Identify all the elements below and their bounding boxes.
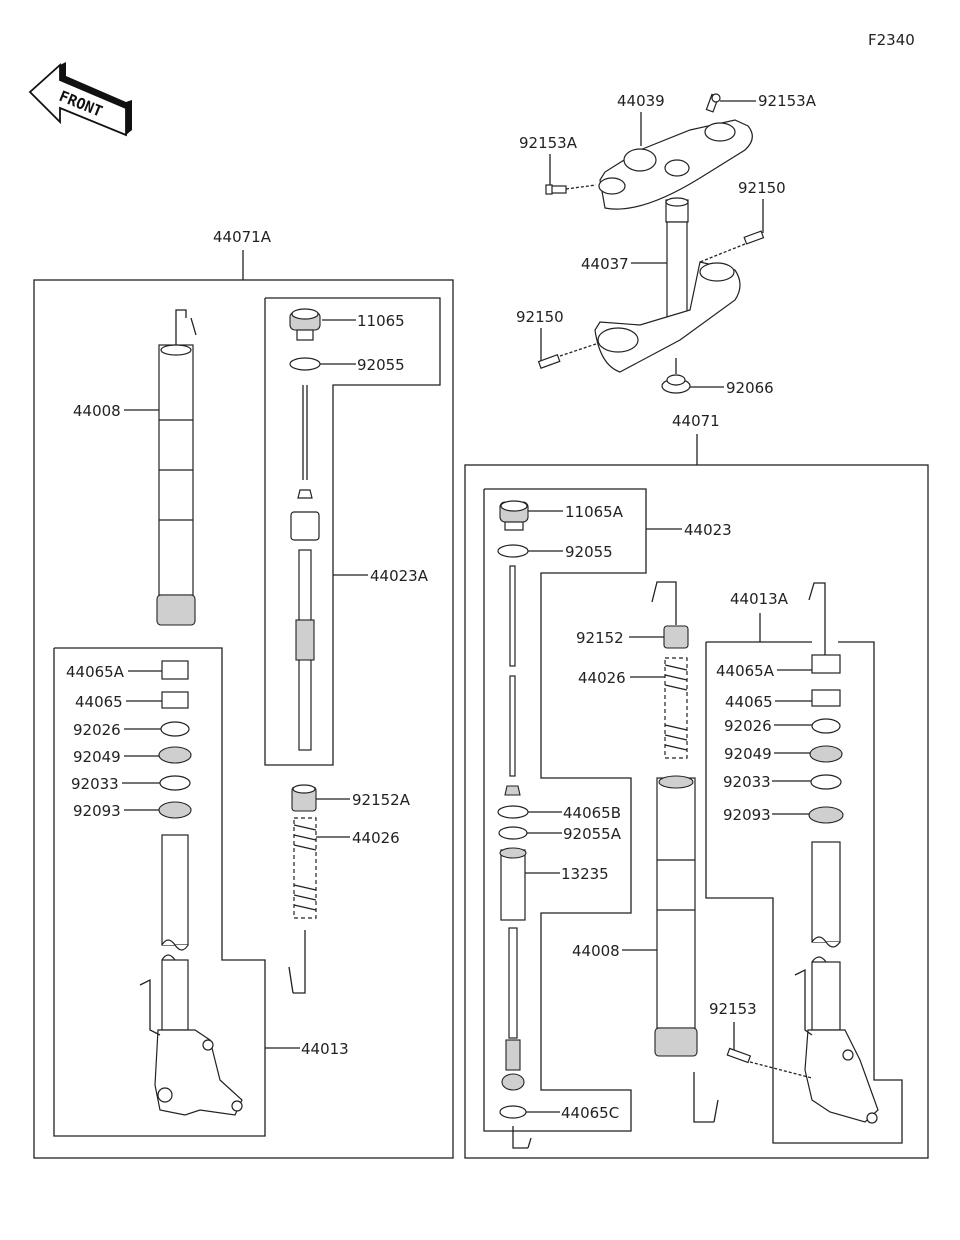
- label-92055-right: 92055: [565, 543, 613, 561]
- left-fork-assembly-box: [33, 279, 454, 1159]
- left-oring-92055-icon: [289, 357, 321, 371]
- label-92033-right: 92033: [723, 773, 771, 791]
- left-inner-tube-44013: [139, 834, 243, 1116]
- label-92150-right: 92150: [738, 179, 786, 197]
- stem-cap-92066-icon: [661, 374, 691, 394]
- label-44026-left: 44026: [352, 829, 400, 847]
- label-44065-left: 44065: [75, 693, 123, 711]
- label-44039: 44039: [617, 92, 665, 110]
- right-spring-44026-icon: [664, 657, 688, 759]
- right-bush-44065c-icon: [499, 1105, 527, 1119]
- label-92066: 92066: [726, 379, 774, 397]
- label-44065b: 44065B: [563, 804, 621, 822]
- label-92093-left: 92093: [73, 802, 121, 820]
- label-92153a-right: 92153A: [758, 92, 817, 110]
- bolt-92150-right-icon: [743, 230, 765, 245]
- label-92152a: 92152A: [352, 791, 411, 809]
- label-92093-right: 92093: [723, 806, 771, 824]
- right-cap-bolt-11065a-icon: [499, 500, 529, 531]
- left-cartridge-rod: [290, 385, 320, 751]
- label-92153: 92153: [709, 1000, 757, 1018]
- label-92049-right: 92049: [724, 745, 772, 763]
- label-92152: 92152: [576, 629, 624, 647]
- right-bush-44065b-icon: [497, 805, 529, 819]
- label-11065a: 11065A: [565, 503, 624, 521]
- steering-stem: [594, 197, 741, 373]
- top-triple-clamp: [598, 119, 753, 210]
- label-92055-left: 92055: [357, 356, 405, 374]
- label-44037: 44037: [581, 255, 629, 273]
- label-44023a: 44023A: [370, 567, 429, 585]
- label-11065: 11065: [357, 312, 405, 330]
- right-outer-tube: [654, 775, 698, 1057]
- label-44013: 44013: [301, 1040, 349, 1058]
- right-oring-92055a-icon: [498, 826, 528, 840]
- left-outer-tube: [156, 309, 197, 626]
- front-arrow-icon: FRONT: [28, 62, 132, 137]
- label-44065-right: 44065: [725, 693, 773, 711]
- label-44013a: 44013A: [730, 590, 789, 608]
- left-spring-44026-icon: [293, 817, 317, 919]
- label-44065a-right: 44065A: [716, 662, 775, 680]
- label-44071: 44071: [672, 412, 720, 430]
- label-44008-left: 44008: [73, 402, 121, 420]
- label-92033-left: 92033: [71, 775, 119, 793]
- right-damper-rod: [501, 927, 525, 1091]
- bolt-92153a-upper-left-icon: [545, 184, 567, 195]
- label-92150-left: 92150: [516, 308, 564, 326]
- bolt-92150-left-icon: [537, 353, 561, 369]
- left-seal-stack: [158, 660, 192, 819]
- bolt-92153a-upper-right-icon: [705, 93, 721, 113]
- label-92153a-left: 92153A: [519, 134, 578, 152]
- right-collar-nut-92152-icon: [663, 625, 689, 649]
- label-92055a: 92055A: [563, 825, 622, 843]
- left-cap-bolt-11065-icon: [289, 308, 321, 341]
- right-oring-92055-icon: [497, 544, 529, 558]
- figure-code: F2340: [868, 31, 915, 49]
- left-collar-nut-92152a-icon: [291, 784, 317, 812]
- right-axle-bolt-92153-icon: [726, 1047, 752, 1064]
- right-fork-assembly-box: [464, 464, 929, 1159]
- right-seal-stack: [808, 654, 844, 824]
- right-inner-tube: [794, 841, 879, 1124]
- label-92026-left: 92026: [73, 721, 121, 739]
- label-44008-right: 44008: [572, 942, 620, 960]
- label-44023: 44023: [684, 521, 732, 539]
- label-92026-right: 92026: [724, 717, 772, 735]
- label-44065a-left: 44065A: [66, 663, 125, 681]
- label-44065c: 44065C: [561, 1104, 619, 1122]
- label-92049-left: 92049: [73, 748, 121, 766]
- label-44026-right: 44026: [578, 669, 626, 687]
- right-cylinder-13235-icon: [499, 847, 527, 921]
- right-cartridge-rod: [504, 565, 521, 796]
- label-13235: 13235: [561, 865, 609, 883]
- label-44071a: 44071A: [213, 228, 272, 246]
